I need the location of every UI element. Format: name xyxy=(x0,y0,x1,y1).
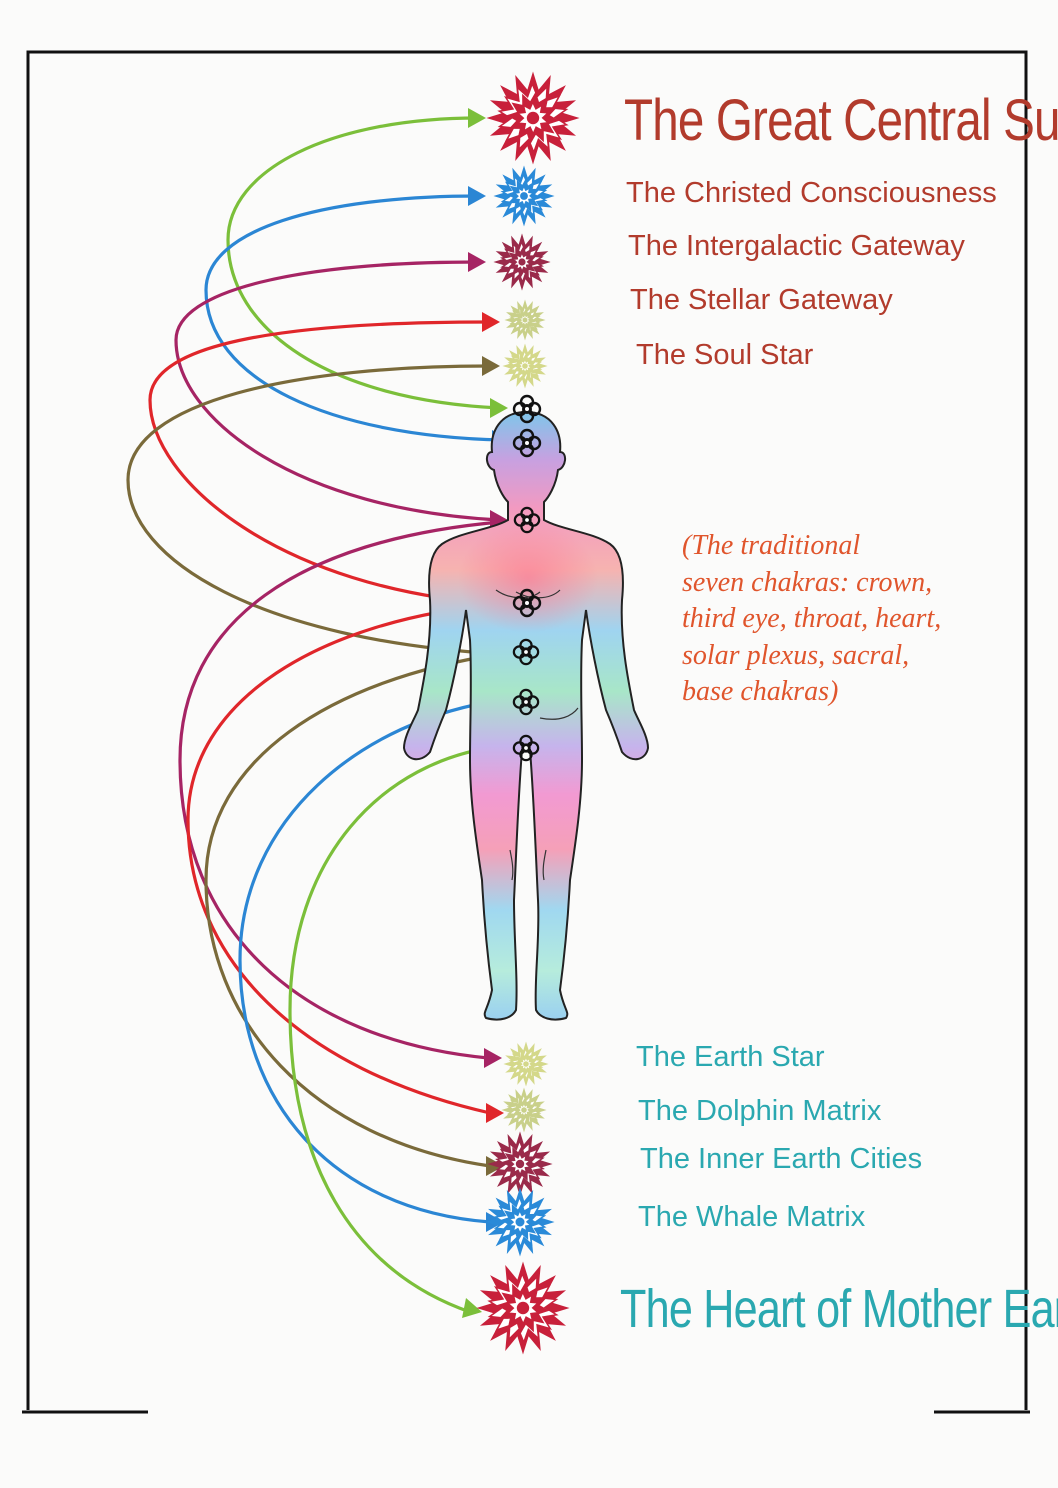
note-line: solar plexus, sacral, xyxy=(682,639,910,671)
label-whale-matrix: The Whale Matrix xyxy=(638,1201,866,1233)
arrow-purple-upper xyxy=(174,260,501,522)
arrow-purple-lower xyxy=(178,520,501,1060)
lotus-layer xyxy=(476,71,580,1355)
arrowhead xyxy=(468,186,486,206)
arrowhead xyxy=(468,108,486,128)
arrowhead xyxy=(484,1048,502,1068)
lotus-upper-3-icon xyxy=(493,233,551,291)
note-line: (The traditional xyxy=(682,530,861,561)
page-frame xyxy=(22,50,1030,1414)
lotus-lower-3-icon xyxy=(487,1131,553,1197)
lotus-upper-4-icon xyxy=(504,299,546,341)
body-silhouette xyxy=(402,410,650,1021)
label-intergalactic-gateway: The Intergalactic Gateway xyxy=(628,230,965,262)
arrow-olive-upper xyxy=(126,364,501,656)
human-figure xyxy=(402,410,650,1021)
lotus-lower-2-icon xyxy=(501,1087,547,1133)
lotus-upper-1-icon xyxy=(486,71,580,165)
label-earth-star: The Earth Star xyxy=(636,1041,825,1073)
arrow-green-upper xyxy=(226,116,501,410)
label-soul-star: The Soul Star xyxy=(636,339,814,371)
arrow-olive-lower xyxy=(204,652,501,1168)
heart-glow xyxy=(458,523,598,633)
note-line: seven chakras: crown, xyxy=(682,566,933,598)
label-heart-of-mother-earth: The Heart of Mother Earth xyxy=(620,1279,1058,1339)
arrow-red-lower xyxy=(186,602,501,1115)
arrows-upper xyxy=(126,116,503,656)
label-dolphin-matrix: The Dolphin Matrix xyxy=(638,1095,882,1127)
arrowhead xyxy=(468,252,486,272)
arrow-blue-upper xyxy=(204,194,503,442)
label-stellar-gateway: The Stellar Gateway xyxy=(630,284,893,316)
note-line: base chakras) xyxy=(682,676,839,707)
arrowhead xyxy=(482,356,500,376)
arrow-blue-lower xyxy=(238,698,503,1224)
arrowhead xyxy=(486,1103,504,1123)
label-christed-consciousness: The Christed Consciousness xyxy=(626,177,997,209)
arrows-lower xyxy=(178,520,503,1314)
arrowhead xyxy=(462,1298,482,1318)
lotus-upper-5-icon xyxy=(502,343,548,389)
arrowhead xyxy=(482,312,500,332)
traditional-chakras-note: (The traditional seven chakras: crown, t… xyxy=(682,528,1012,711)
lotus-lower-4-icon xyxy=(485,1187,555,1257)
lotus-upper-2-icon xyxy=(493,165,555,227)
arrow-green-lower xyxy=(288,744,503,1314)
note-line: third eye, throat, heart, xyxy=(682,603,942,634)
label-inner-earth-cities: The Inner Earth Cities xyxy=(640,1143,923,1175)
lotus-lower-1-icon xyxy=(503,1041,549,1087)
label-great-central-sun: The Great Central Sun xyxy=(624,88,1058,153)
arrowhead xyxy=(490,398,508,418)
lotus-lower-5-icon xyxy=(476,1261,570,1355)
arrow-red-upper xyxy=(148,320,501,606)
